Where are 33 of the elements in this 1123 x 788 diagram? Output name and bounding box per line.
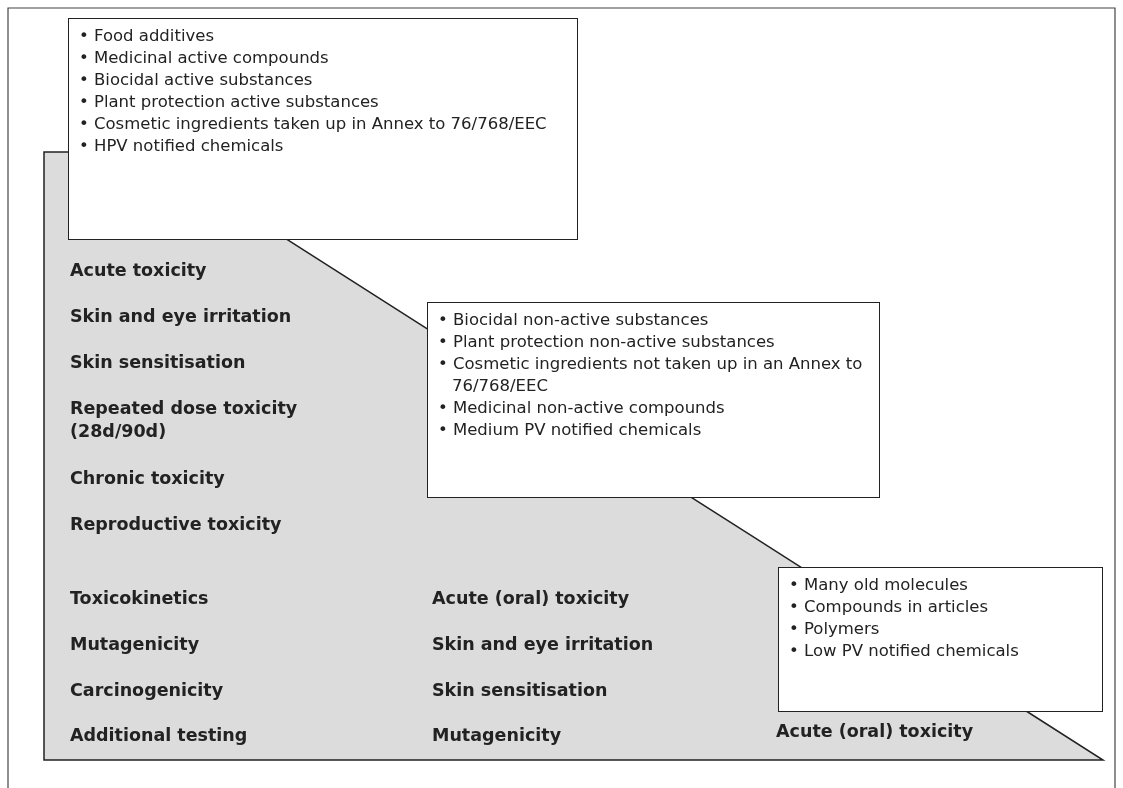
test-label: Mutagenicity (432, 724, 563, 747)
test-label: Skin sensitisation (70, 351, 247, 374)
test-label: Skin and eye irritation (432, 633, 655, 656)
list-item: • Plant protection active substances (79, 91, 380, 113)
list-item: • Food additives (79, 25, 215, 47)
list-item: • Medicinal non-active compounds (438, 397, 726, 419)
bullet-list-box (427, 302, 880, 498)
list-item: • HPV notified chemicals (79, 135, 285, 157)
list-item: • Biocidal active substances (79, 69, 314, 91)
test-label: Acute (oral) toxicity (776, 720, 975, 743)
test-label: Acute toxicity (70, 259, 208, 282)
test-label: Additional testing (70, 724, 249, 747)
test-label: Skin and eye irritation (70, 305, 293, 328)
list-item: • Polymers (789, 618, 881, 640)
bullet-list-box (68, 18, 578, 240)
test-label: Mutagenicity (70, 633, 201, 656)
list-item: • Cosmetic ingredients taken up in Annex to 76/768/EEC (79, 113, 548, 135)
test-label: Chronic toxicity (70, 467, 226, 490)
list-item: • Low PV notified chemicals (789, 640, 1020, 662)
bullet-list-box (778, 567, 1103, 712)
test-label: Skin sensitisation (432, 679, 609, 702)
test-label: Carcinogenicity (70, 679, 225, 702)
list-item: • Medicinal active compounds (79, 47, 330, 69)
list-item: • Plant protection non-active substances (438, 331, 776, 353)
list-item: • Many old molecules (789, 574, 969, 596)
list-item: • Medium PV notified chemicals (438, 419, 703, 441)
test-label: Reproductive toxicity (70, 513, 283, 536)
test-label: Toxicokinetics (70, 587, 210, 610)
list-item: • Compounds in articles (789, 596, 990, 618)
list-item: • Biocidal non-active substances (438, 309, 710, 331)
list-item: • Cosmetic ingredients not taken up in an Annex to 76/768/EEC (438, 353, 864, 397)
test-label: Acute (oral) toxicity (432, 587, 631, 610)
test-label: Repeated dose toxicity (28d/90d) (70, 397, 299, 443)
